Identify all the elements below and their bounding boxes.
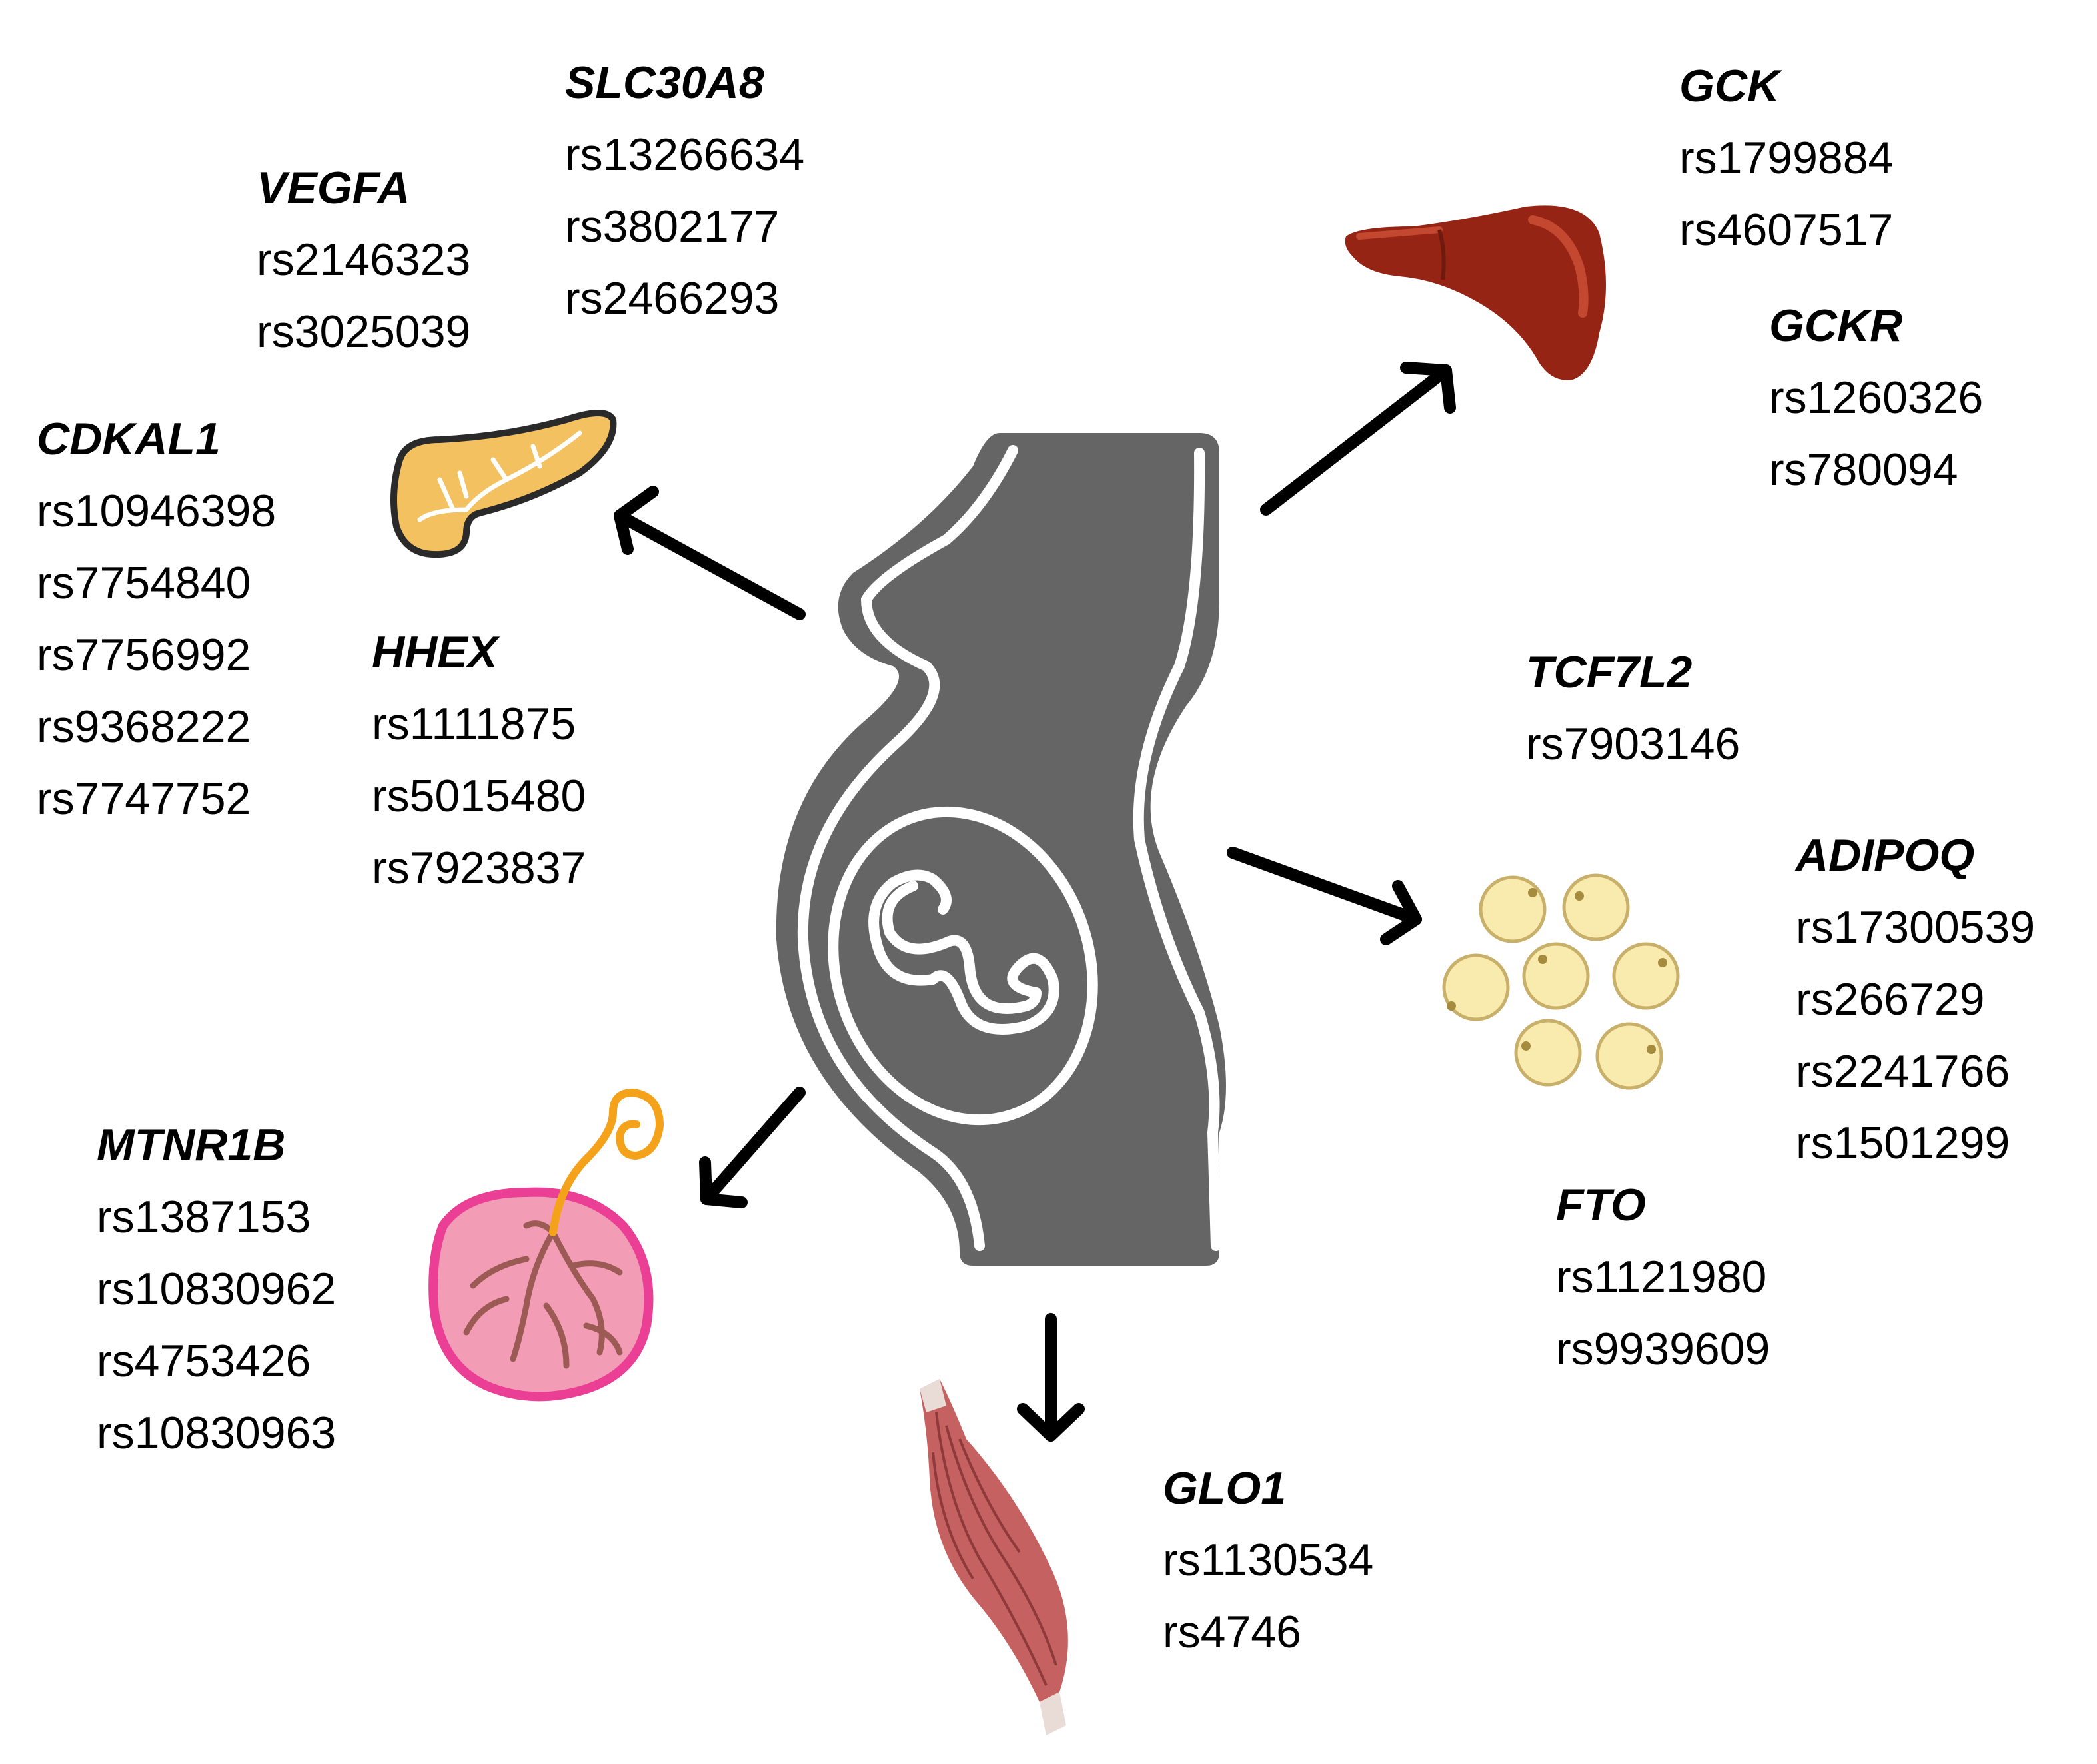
arrow-to-placenta [699, 1087, 806, 1208]
snp-label: rs5015480 [372, 771, 586, 821]
placenta-icon [428, 1088, 664, 1402]
arrow-to-adipose [1227, 847, 1422, 945]
snp-label: rs7754840 [37, 558, 251, 608]
gene-group-cdkal1: CDKAL1 rs10946398 rs7754840 rs7756992 rs… [37, 403, 276, 835]
arrow-to-pancreas [614, 486, 806, 620]
gene-label: TCF7L2 [1526, 647, 1693, 697]
gene-label: GLO1 [1163, 1463, 1287, 1514]
arrows [614, 362, 1456, 1442]
pancreas-icon [390, 410, 617, 558]
gene-group-slc30a8: SLC30A8 rs13266634 rs3802177 rs2466293 [565, 47, 804, 334]
snp-label: rs10830962 [97, 1264, 337, 1314]
gene-label: VEGFA [257, 163, 410, 213]
snp-label: rs1387153 [97, 1192, 311, 1242]
gene-label: FTO [1556, 1180, 1646, 1230]
snp-label: rs2241766 [1796, 1046, 2010, 1097]
snp-label: rs10946398 [37, 486, 277, 536]
gene-group-hhex: HHEX rs1111875 rs5015480 rs7923837 [372, 616, 586, 904]
gene-label: MTNR1B [97, 1120, 286, 1170]
liver-icon [1345, 205, 1606, 380]
arrow-to-muscle [1017, 1313, 1085, 1442]
snp-label: rs7756992 [37, 630, 251, 680]
gene-group-vegfa: VEGFA rs2146323 rs3025039 [257, 152, 470, 368]
snp-label: rs7923837 [372, 843, 586, 893]
snp-label: rs4746 [1163, 1607, 1301, 1657]
gene-group-tcf7l2: TCF7L2 rs7903146 [1526, 636, 1740, 780]
snp-label: rs266729 [1796, 974, 1985, 1025]
gene-label: GCK [1679, 61, 1780, 111]
gene-group-adipoq: ADIPOQ rs17300539 rs266729 rs2241766 rs1… [1796, 819, 2035, 1179]
pregnant-body-icon [776, 433, 1226, 1266]
snp-label: rs1799884 [1679, 133, 1894, 183]
snp-label: rs3802177 [565, 201, 780, 252]
snp-label: rs13266634 [565, 129, 805, 180]
gene-label: GCKR [1769, 300, 1903, 351]
gene-label: HHEX [372, 627, 498, 677]
snp-label: rs1501299 [1796, 1118, 2010, 1168]
snp-label: rs10830963 [97, 1408, 337, 1458]
snp-label: rs4607517 [1679, 205, 1894, 255]
snp-label: rs17300539 [1796, 902, 2036, 953]
adipose-cells-icon [1442, 873, 1680, 1090]
snp-label: rs2146323 [257, 234, 471, 285]
gene-group-glo1: GLO1 rs1130534 rs4746 [1163, 1452, 1373, 1668]
snp-label: rs7747752 [37, 773, 251, 824]
snp-label: rs4753426 [97, 1336, 311, 1386]
snp-label: rs1111875 [372, 699, 576, 749]
snp-label: rs3025039 [257, 306, 471, 357]
gene-label: ADIPOQ [1796, 830, 1975, 881]
arrow-to-liver [1260, 362, 1456, 516]
snp-label: rs7903146 [1526, 719, 1741, 769]
gene-group-gck: GCK rs1799884 rs4607517 [1679, 50, 1893, 266]
snp-label: rs9368222 [37, 701, 251, 752]
muscle-icon [920, 1379, 1068, 1735]
gene-group-mtnr1b: MTNR1B rs1387153 rs10830962 rs4753426 rs… [97, 1109, 336, 1469]
snp-label: rs1121980 [1556, 1252, 1767, 1302]
snp-label: rs2466293 [565, 273, 780, 324]
snp-label: rs1130534 [1163, 1535, 1374, 1585]
gene-group-gckr: GCKR rs1260326 rs780094 [1769, 290, 1983, 506]
snp-label: rs1260326 [1769, 372, 1984, 423]
gene-label: SLC30A8 [565, 57, 764, 108]
snp-label: rs780094 [1769, 444, 1958, 495]
snp-label: rs9939609 [1556, 1324, 1770, 1374]
gene-label: CDKAL1 [37, 414, 221, 464]
gene-group-fto: FTO rs1121980 rs9939609 [1556, 1169, 1770, 1385]
